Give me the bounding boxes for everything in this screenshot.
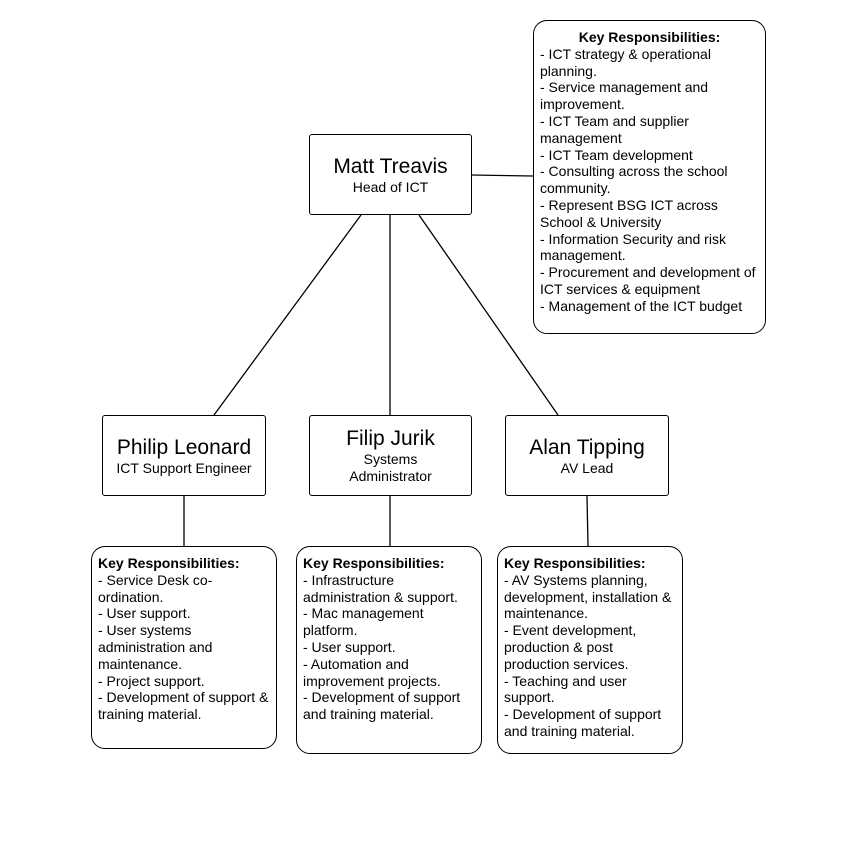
responsibility-item: - Service Desk co-ordination. xyxy=(98,571,213,605)
responsibilities-head-of-ict: Key Responsibilities: - ICT strategy & o… xyxy=(533,20,766,334)
responsibility-item: - ICT Team development xyxy=(540,146,693,163)
responsibility-item: - Service management and improvement. xyxy=(540,79,709,113)
responsibility-item: - User systems administration and mainte… xyxy=(98,622,213,672)
responsibility-item: - Information Security and risk manageme… xyxy=(540,230,726,264)
connector-head-to-philip-leonard xyxy=(213,214,362,416)
node-role: ICT Support Engineer xyxy=(116,459,252,476)
responsibility-item: - Development of support and training ma… xyxy=(504,706,662,739)
responsibilities-title: Key Responsibilities: xyxy=(303,555,445,571)
node-name: Filip Jurik xyxy=(346,427,435,451)
node-alan-tipping: Alan Tipping AV Lead xyxy=(505,415,669,496)
node-role: Systems Administrator xyxy=(349,451,432,485)
responsibilities-filip-jurik: Key Responsibilities: - Infrastructure a… xyxy=(296,546,482,754)
responsibilities-list: - ICT strategy & operational planning. -… xyxy=(540,46,759,315)
responsibility-item: - Event development, production & post p… xyxy=(504,622,637,672)
responsibilities-list: - Infrastructure administration & suppor… xyxy=(303,572,475,723)
node-filip-jurik: Filip Jurik Systems Administrator xyxy=(309,415,472,496)
node-name: Alan Tipping xyxy=(529,435,645,459)
node-name: Matt Treavis xyxy=(333,154,448,178)
responsibility-item: - ICT Team and supplier management xyxy=(540,112,689,146)
responsibility-item: - Represent BSG ICT across School & Univ… xyxy=(540,196,718,230)
responsibilities-title: Key Responsibilities: xyxy=(578,29,721,45)
node-head-of-ict: Matt Treavis Head of ICT xyxy=(309,134,472,215)
responsibility-item: - Procurement and development of ICT ser… xyxy=(540,264,756,297)
responsibility-item: - User support. xyxy=(98,605,191,622)
node-name: Philip Leonard xyxy=(116,435,252,459)
responsibility-item: - ICT strategy & operational planning. xyxy=(540,45,711,79)
responsibility-item: - Infrastructure administration & suppor… xyxy=(303,571,458,605)
connector-alan-tipping-to-responsibilities xyxy=(586,495,589,547)
responsibilities-list: - AV Systems planning, development, inst… xyxy=(504,572,676,740)
responsibility-item: - Development of support & training mate… xyxy=(98,689,269,723)
responsibilities-title: Key Responsibilities: xyxy=(504,555,646,571)
node-role: Head of ICT xyxy=(352,178,429,195)
responsibility-item: - Teaching and user support. xyxy=(504,672,627,706)
responsibility-item: - User support. xyxy=(303,638,396,655)
responsibility-item: - Development of support and training ma… xyxy=(303,689,461,723)
responsibilities-alan-tipping: Key Responsibilities: - AV Systems plann… xyxy=(497,546,683,754)
responsibility-item: - Automation and improvement projects. xyxy=(303,655,441,689)
responsibilities-philip-leonard: Key Responsibilities: - Service Desk co-… xyxy=(91,546,277,749)
node-role: AV Lead xyxy=(560,459,614,476)
responsibility-item: - Mac management platform. xyxy=(303,605,424,639)
responsibility-item: - Consulting across the school community… xyxy=(540,163,728,197)
connector-head-to-responsibilities xyxy=(471,174,534,177)
responsibility-item: - AV Systems planning, development, inst… xyxy=(504,571,672,622)
node-philip-leonard: Philip Leonard ICT Support Engineer xyxy=(102,415,266,496)
responsibility-item: - Management of the ICT budget xyxy=(540,297,743,314)
responsibilities-list: - Service Desk co-ordination. - User sup… xyxy=(98,572,270,723)
responsibility-item: - Project support. xyxy=(98,672,205,689)
responsibilities-title: Key Responsibilities: xyxy=(98,555,240,571)
connector-head-to-alan-tipping xyxy=(418,214,559,416)
